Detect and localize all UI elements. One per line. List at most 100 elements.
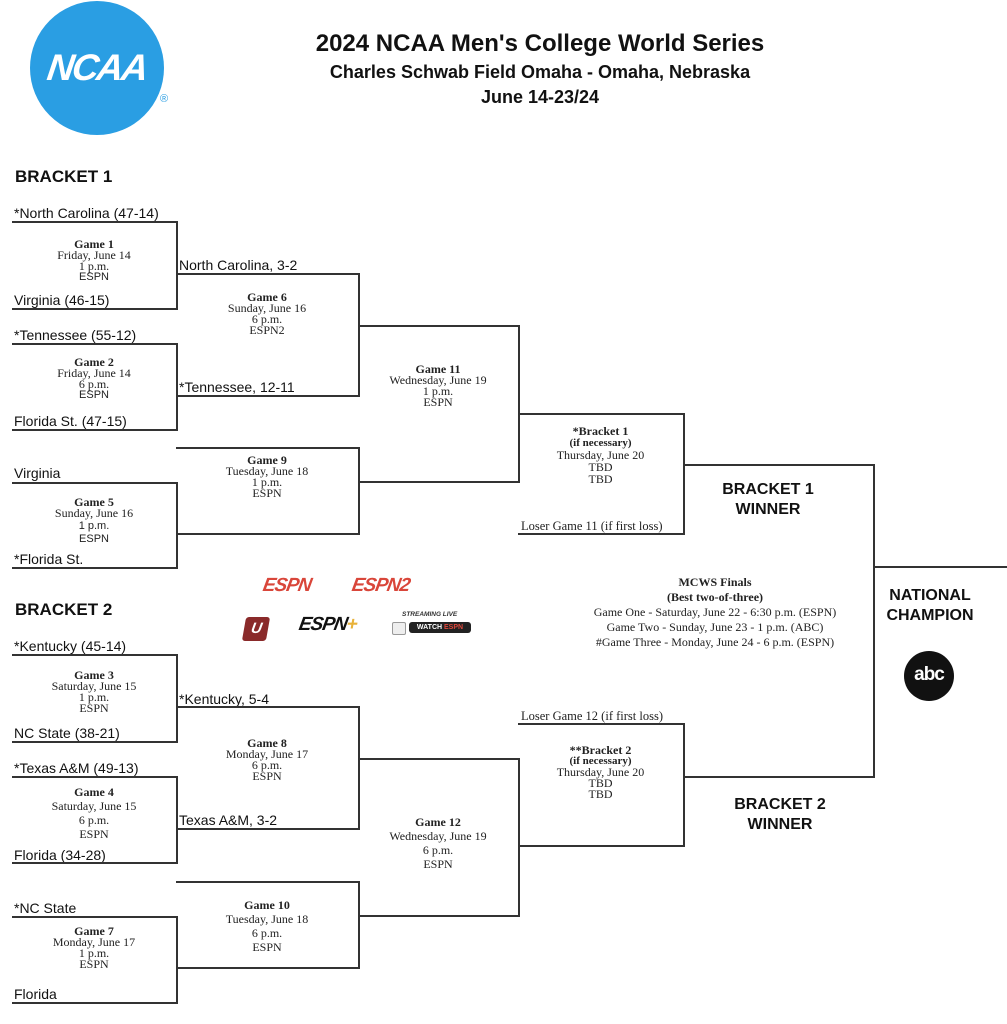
game-3-info: Game 3 Saturday, June 15 1 p.m. ESPN (12, 669, 176, 715)
espn-logo: ESPN (261, 575, 313, 596)
team-virginia: Virginia (14, 465, 61, 481)
game-2-info: Game 2 Friday, June 14 6 p.m. ESPN (12, 355, 176, 401)
bracket-line (176, 881, 360, 883)
finals-subtitle: (Best two-of-three) (666, 590, 764, 604)
game-9-info: Game 9 Tuesday, June 18 1 p.m. ESPN (176, 454, 358, 499)
bracket-line (358, 758, 520, 760)
event-dates: June 14-23/24 (480, 87, 600, 107)
game-time: 6 p.m. (78, 813, 110, 827)
team-texas-am: *Texas A&M (49-13) (14, 760, 139, 776)
team-virginia: Virginia (46-15) (14, 292, 110, 308)
game-day: Friday, June 14 (57, 248, 131, 262)
bracket-line (358, 881, 360, 969)
game-title: *Bracket 1 (572, 424, 629, 438)
bracket-2-label: BRACKET 2 (15, 600, 113, 619)
game-time: 6 p.m. (78, 377, 110, 391)
game-day: Saturday, June 15 (51, 799, 137, 813)
game-time: 1 p.m. (422, 384, 454, 398)
finals-game-two: Game Two - Sunday, June 23 - 1 p.m. (ABC… (606, 620, 824, 634)
game-time: 1 p.m. (78, 690, 110, 704)
bracket-line (518, 533, 685, 535)
game-time: 6 p.m. (251, 758, 283, 772)
loser-game-11: Loser Game 11 (if first loss) (521, 519, 663, 533)
game-tv: ESPN (423, 395, 453, 409)
team-tennessee: *Tennessee (55-12) (14, 327, 137, 343)
loser-game-12: Loser Game 12 (if first loss) (521, 709, 663, 723)
game-title: Game 10 (244, 898, 290, 912)
game-day: Monday, June 17 (52, 935, 136, 949)
finals-game-one: Game One - Saturday, June 22 - 6:30 p.m.… (593, 605, 837, 619)
bracket-line (176, 221, 178, 310)
game-day: Thursday, June 20 (556, 765, 645, 779)
bracket-line (176, 482, 178, 569)
game-day: Wednesday, June 19 (389, 829, 487, 843)
game-tv: ESPN (79, 701, 109, 715)
game-7-info: Game 7 Monday, June 17 1 p.m. ESPN (12, 924, 176, 970)
game-day: Friday, June 14 (57, 366, 131, 380)
bracket-line (176, 654, 178, 743)
game-tv: TBD (588, 472, 613, 486)
national-champion-label: NATIONAL CHAMPION (876, 586, 984, 626)
espn-app-icon (392, 622, 406, 635)
game-time: TBD (588, 460, 613, 474)
game-5-info: Game 5 Sunday, June 16 1 p.m. ESPN (12, 496, 176, 545)
bracket-line (518, 723, 685, 725)
team-kentucky: *Kentucky (45-14) (14, 638, 127, 654)
bracket-line (12, 567, 178, 569)
bracket-line (683, 723, 685, 847)
game-time: 6 p.m. (251, 926, 283, 940)
bracket-line (176, 273, 360, 275)
team-florida-st: Florida St. (47-15) (14, 413, 127, 429)
bracket-line (12, 1002, 178, 1004)
bracket-line (12, 429, 178, 431)
venue: Charles Schwab Field Omaha - Omaha, Nebr… (329, 62, 751, 82)
game-tv: TBD (588, 787, 613, 801)
bracket-1-label: BRACKET 1 (15, 167, 113, 186)
game-tv: ESPN2 (249, 323, 285, 337)
game-day: Sunday, June 16 (227, 301, 307, 315)
game-subtitle: (if necessary) (569, 437, 632, 449)
champion-label-line: NATIONAL (889, 587, 971, 604)
espn-plus-text: ESPN (297, 614, 349, 635)
game-1-info: Game 1 Friday, June 14 1 p.m. ESPN (12, 238, 176, 283)
watch-text: WATCH (416, 624, 443, 631)
watch-espn-text: ESPN (444, 624, 464, 631)
team-nc-state: *NC State (14, 900, 77, 916)
game-tv: ESPN (423, 857, 453, 871)
winner-label-line: WINNER (747, 816, 813, 833)
streaming-live-text: STREAMING LIVE (402, 611, 458, 618)
winner-north-carolina: North Carolina, 3-2 (179, 257, 298, 273)
bracket-line (873, 464, 875, 778)
game-title: Game 7 (74, 924, 114, 938)
game-4-info: Game 4 Saturday, June 15 6 p.m. ESPN (12, 785, 176, 841)
bracket-line (12, 308, 178, 310)
bracket-1-final-info: *Bracket 1 (if necessary) Thursday, June… (518, 425, 683, 485)
bracket-line (358, 325, 520, 327)
bracket-line (12, 776, 178, 778)
espn-plus-logo: ESPN+ (297, 614, 359, 636)
game-day: Wednesday, June 19 (389, 373, 487, 387)
bracket-line (358, 915, 520, 917)
game-title: Game 2 (74, 355, 114, 369)
game-day: Tuesday, June 18 (225, 912, 309, 926)
bracket-line (358, 273, 360, 397)
winner-tennessee: *Tennessee, 12-11 (179, 379, 295, 395)
registered-icon: ® (160, 93, 169, 105)
game-title: Game 12 (415, 815, 461, 829)
bracket-line (176, 447, 360, 449)
bracket-line (518, 845, 685, 847)
bracket-line (12, 654, 178, 656)
page-title: 2024 NCAA Men's College World Series (315, 30, 765, 57)
winner-label-line: WINNER (735, 501, 801, 518)
bracket-line (683, 413, 685, 535)
watch-espn-pill: WATCH ESPN (409, 622, 471, 633)
espn2-logo: ESPN2 (350, 575, 412, 596)
game-6-info: Game 6 Sunday, June 16 6 p.m. ESPN2 (176, 291, 358, 337)
game-time: 6 p.m. (422, 843, 454, 857)
bracket-line (176, 776, 178, 864)
mcws-finals-info: MCWS Finals (Best two-of-three) Game One… (570, 575, 860, 650)
game-8-info: Game 8 Monday, June 17 6 p.m. ESPN (176, 737, 358, 782)
bracket-line (873, 566, 1007, 568)
bracket-line (518, 758, 520, 917)
bracket-line (358, 447, 360, 535)
